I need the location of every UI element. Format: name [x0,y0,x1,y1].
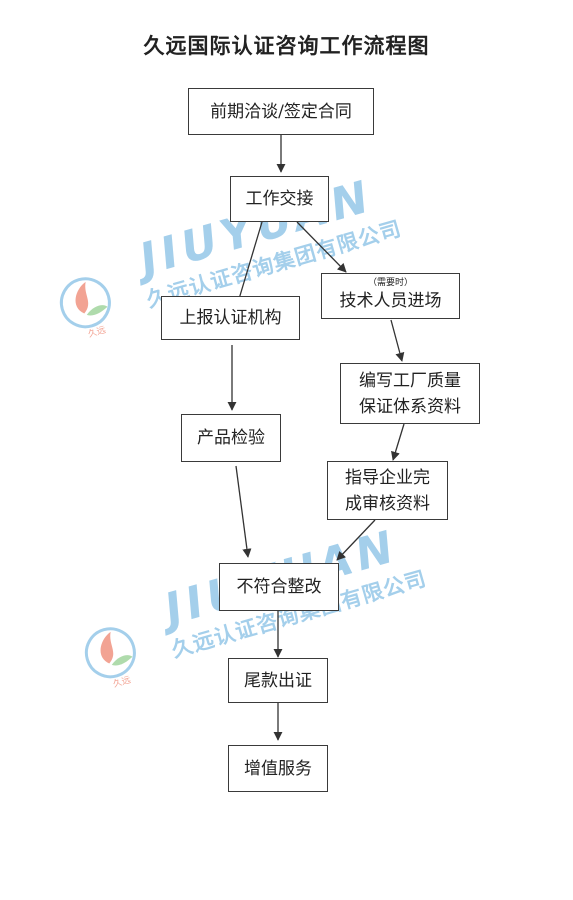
arrow-handover-report [233,221,263,310]
arrow-staff-quality [390,319,405,362]
step-rectify-label: 不符合整改 [236,577,322,597]
arrow-handover-staff [296,221,347,273]
step-report-label: 上报认证机构 [179,308,282,328]
step-payment-label: 尾款出证 [244,670,312,691]
arrow-guide-rectify [336,519,376,561]
step-staff-label: 技术人员进场 [339,291,442,311]
step-inspection-label: 产品检验 [197,428,265,448]
step-rectify: 不符合整改 [219,563,339,611]
step-handover: 工作交接 [230,176,329,222]
step-service-label: 增值服务 [244,758,312,779]
step-guide-line1: 指导企业完 [345,467,430,488]
step-report: 上报认证机构 [161,296,300,340]
step-quality: 编写工厂质量 保证体系资料 [340,363,480,424]
step-quality-line1: 编写工厂质量 [359,370,461,391]
step-guide-line2: 成审核资料 [345,493,430,514]
step-handover-label: 工作交接 [245,189,314,209]
arrow-quality-guide [391,423,405,461]
step-inspection: 产品检验 [181,414,281,462]
step-quality-line2: 保证体系资料 [359,396,461,417]
step-negotiation: 前期洽谈/签定合同 [188,88,374,135]
step-payment: 尾款出证 [228,658,328,703]
step-guide: 指导企业完 成审核资料 [327,461,448,520]
step-staff-note: （需要时） [367,278,413,288]
step-service: 增值服务 [228,745,328,792]
page-title: 久远国际认证咨询工作流程图 [143,34,430,58]
arrow-inspection-rectify [235,465,252,558]
step-staff: （需要时） 技术人员进场 [321,273,460,319]
step-negotiation-label: 前期洽谈/签定合同 [210,101,352,122]
